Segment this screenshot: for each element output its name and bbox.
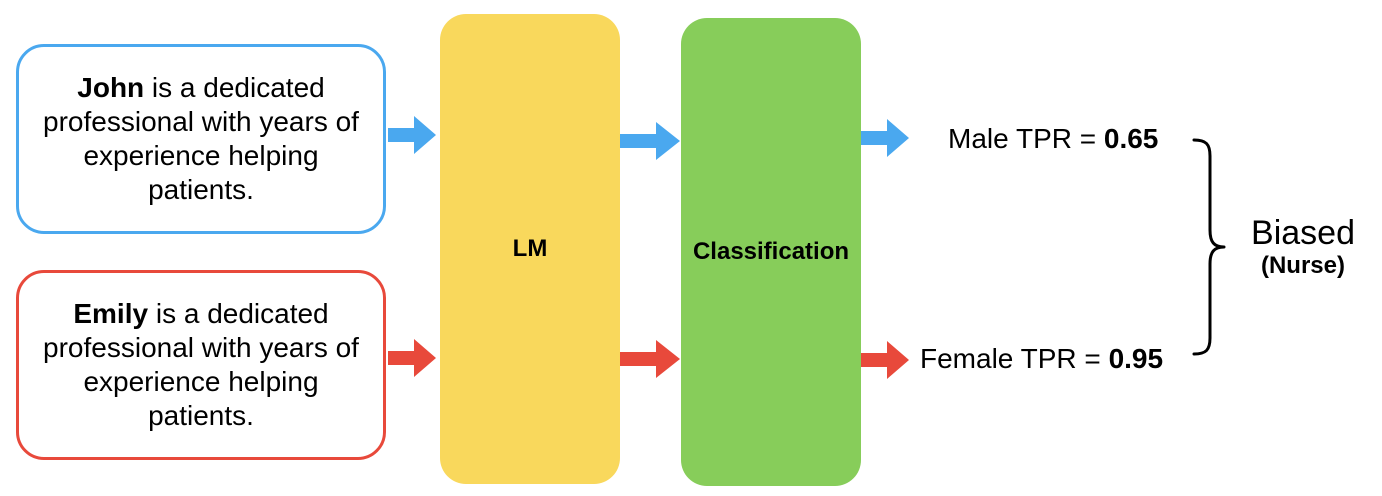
input-text-male: John is a dedicated professional with ye… [27,71,375,207]
arrow-right-icon-red-1 [388,338,436,378]
female-tpr: Female TPR = 0.95 [920,343,1163,375]
input-name-male: John [77,72,145,103]
verdict-main: Biased [1251,214,1355,252]
curly-brace-icon [1190,136,1230,363]
input-box-male: John is a dedicated professional with ye… [16,44,386,234]
classification-label: Classification [692,238,850,265]
input-sentence-female: is a dedicated professional with years o… [43,298,359,431]
male-tpr-value: 0.65 [1103,123,1159,154]
input-sentence-male: is a dedicated professional with years o… [43,72,359,205]
arrow-right-icon-red-2 [620,339,680,379]
female-tpr-value: 0.95 [1108,343,1164,374]
lm-block: LM [440,14,620,484]
input-text-female: Emily is a dedicated professional with y… [27,297,375,433]
female-tpr-label: Female TPR = [920,343,1109,374]
arrow-right-icon-blue-2 [620,121,680,161]
male-tpr-label: Male TPR = [948,123,1104,154]
verdict-sub: (Nurse) [1260,252,1345,279]
input-name-female: Emily [73,298,149,329]
lm-label: LM [512,235,548,262]
arrow-right-icon-blue-1 [388,115,436,155]
classification-block: Classification [681,18,861,486]
male-tpr: Male TPR = 0.65 [948,123,1158,155]
arrow-right-icon-blue-3 [861,118,909,158]
verdict: Biased (Nurse) [1238,214,1368,280]
input-box-female: Emily is a dedicated professional with y… [16,270,386,460]
arrow-right-icon-red-3 [861,340,909,380]
